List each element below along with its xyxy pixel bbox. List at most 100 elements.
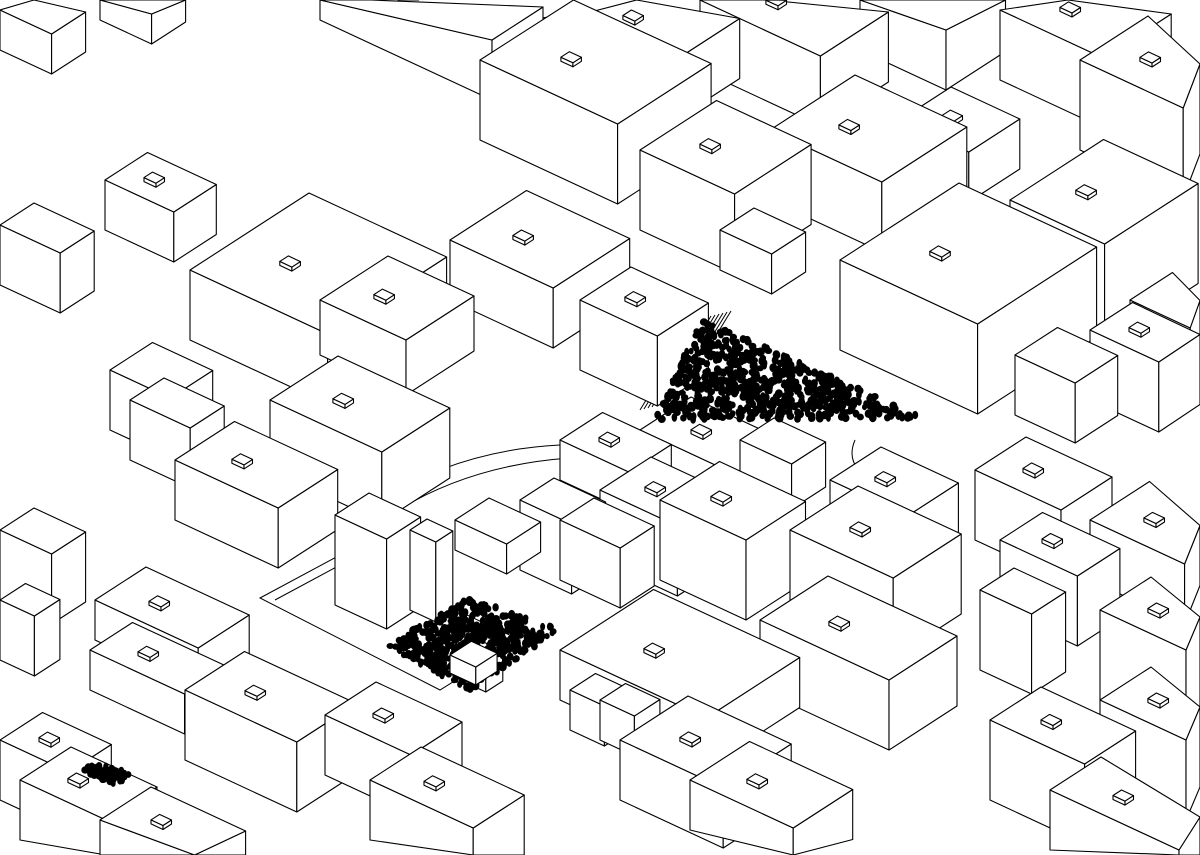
tree — [399, 643, 406, 652]
tree — [448, 642, 455, 650]
roof-structure — [231, 453, 254, 470]
building-roof — [231, 453, 254, 466]
tree — [681, 396, 687, 403]
building-roof — [409, 518, 454, 543]
tree — [521, 645, 528, 653]
building-roof — [324, 681, 463, 756]
tree — [494, 635, 501, 644]
building-roof — [99, 0, 187, 15]
building-roof — [789, 485, 962, 579]
roof-structure — [1139, 51, 1162, 68]
building-roof — [1147, 602, 1170, 615]
building-roof — [1139, 51, 1162, 64]
tree — [419, 628, 426, 636]
tree — [783, 385, 791, 394]
tree — [712, 342, 721, 349]
tree — [719, 344, 726, 351]
tree — [761, 403, 767, 413]
tree — [748, 369, 755, 376]
tree — [806, 379, 813, 386]
tree — [734, 338, 740, 347]
tree — [807, 388, 813, 396]
building-roof — [1059, 1, 1082, 14]
tree — [803, 375, 809, 382]
building-roof — [979, 567, 1067, 615]
roof-structure — [929, 245, 951, 262]
tree — [84, 766, 91, 774]
pavilion — [449, 640, 498, 686]
tree — [113, 774, 119, 781]
roof-structure — [622, 9, 644, 26]
building-roof — [559, 588, 801, 719]
tree — [701, 415, 708, 423]
tree — [726, 360, 733, 367]
building — [319, 255, 475, 396]
tree — [438, 610, 445, 619]
building — [0, 202, 95, 314]
building-roof — [999, 0, 1172, 59]
tree — [761, 376, 769, 386]
building-roof — [622, 9, 644, 22]
roof-structure — [148, 595, 171, 612]
building-roof — [0, 0, 87, 35]
building-roof — [746, 773, 769, 786]
tree — [501, 655, 508, 664]
roof-structure — [67, 772, 90, 789]
tree — [763, 344, 771, 353]
tree — [904, 413, 912, 422]
tree — [758, 398, 764, 407]
building-roof — [1040, 713, 1063, 727]
roof-structure — [690, 423, 713, 440]
building-roof — [560, 51, 582, 64]
tree — [510, 639, 517, 649]
building-roof — [369, 746, 525, 829]
building-roof — [423, 775, 446, 788]
tree — [510, 615, 519, 622]
building-roof — [1147, 692, 1170, 705]
building-roof — [137, 645, 160, 658]
tree — [795, 383, 802, 393]
roof-structure — [849, 521, 872, 538]
tree — [839, 390, 846, 399]
tree — [714, 408, 722, 415]
tree — [753, 388, 761, 395]
tree — [757, 347, 764, 357]
tree — [691, 383, 697, 391]
tree — [534, 635, 540, 644]
building-roof — [1075, 184, 1097, 197]
tree — [699, 348, 706, 356]
roof-structure — [1128, 321, 1151, 338]
tree — [713, 376, 720, 385]
building-roof — [838, 118, 860, 132]
building-roof — [1009, 138, 1199, 245]
roof-structure — [512, 229, 534, 246]
building-roof — [679, 731, 702, 744]
building-roof — [710, 490, 733, 503]
tree — [788, 370, 795, 378]
tree — [102, 774, 109, 781]
building-roof — [1041, 532, 1064, 546]
roof-structure — [143, 171, 166, 188]
tree — [866, 402, 872, 410]
tree — [451, 634, 458, 643]
tree — [489, 624, 495, 632]
tree — [485, 605, 492, 613]
tree — [813, 402, 821, 410]
tree — [825, 413, 831, 422]
tree — [725, 388, 732, 396]
building-roof — [974, 436, 1113, 511]
roof-structure — [1041, 532, 1064, 550]
tree — [703, 320, 711, 328]
building-roof — [148, 595, 171, 608]
tree — [759, 412, 766, 420]
tree — [699, 402, 707, 412]
tree — [827, 402, 835, 411]
roof-structure — [38, 731, 61, 748]
tree — [819, 372, 826, 381]
tree — [772, 369, 779, 379]
tree — [812, 386, 819, 395]
tree — [854, 384, 862, 393]
tree — [774, 389, 783, 398]
tree — [497, 663, 505, 671]
building — [559, 497, 655, 609]
